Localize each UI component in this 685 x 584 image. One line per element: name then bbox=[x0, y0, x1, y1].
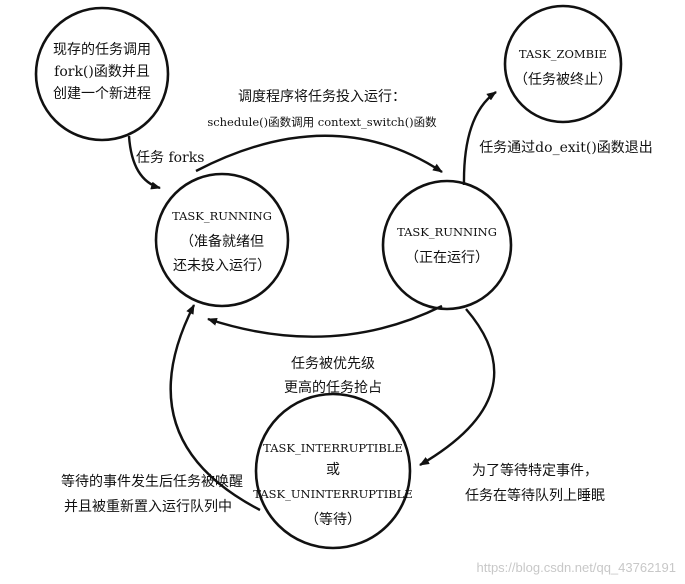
state-zombie-line: TASK_ZOMBIE bbox=[519, 47, 607, 61]
arrow-sleep bbox=[419, 308, 496, 467]
state-running-line: TASK_RUNNING bbox=[397, 225, 497, 239]
state-circle-ready bbox=[154, 172, 290, 308]
label-sleep: 为了等待特定事件， bbox=[472, 462, 598, 479]
state-running: TASK_RUNNING （正在运行） bbox=[397, 225, 497, 266]
state-ready: TASK_RUNNING （准备就绪但 还未投入运行） bbox=[172, 209, 272, 274]
state-ready-line: TASK_RUNNING bbox=[172, 209, 272, 223]
state-ready-line: （准备就绪但 bbox=[180, 233, 264, 250]
label-fork: 任务 forks bbox=[136, 150, 204, 166]
state-circle-running bbox=[381, 179, 513, 311]
label-sleep: 任务在等待队列上睡眠 bbox=[465, 487, 605, 504]
state-zombie-line: （任务被终止） bbox=[514, 72, 612, 88]
arrow-wake bbox=[169, 304, 261, 512]
arrow-preempt bbox=[207, 304, 443, 338]
arrow-schedule bbox=[195, 134, 443, 174]
label-schedule: 调度程序将任务投入运行： bbox=[238, 89, 406, 105]
state-circle-parent bbox=[34, 6, 170, 142]
state-ready-line: 还未投入运行） bbox=[173, 258, 271, 274]
state-running-line: （正在运行） bbox=[405, 250, 489, 266]
state-parent-line: 创建一个新进程 bbox=[53, 86, 151, 102]
state-waiting-line: TASK_UNINTERRUPTIBLE bbox=[253, 487, 412, 501]
state-circle-waiting bbox=[254, 392, 412, 550]
state-waiting: TASK_INTERRUPTIBLE 或 TASK_UNINTERRUPTIBL… bbox=[253, 441, 412, 528]
label-preempt: 更高的任务抢占 bbox=[284, 379, 382, 396]
arrow-fork bbox=[127, 135, 161, 190]
watermark: https://blog.csdn.net/qq_43762191 bbox=[477, 560, 677, 575]
state-waiting-line: （等待） bbox=[305, 511, 361, 528]
state-circle-zombie bbox=[503, 4, 623, 124]
state-parent-line: fork()函数并且 bbox=[54, 64, 150, 80]
label-wake: 等待的事件发生后任务被唤醒 bbox=[61, 473, 243, 490]
label-exit: 任务通过do_exit()函数退出 bbox=[479, 140, 653, 156]
label-wake: 并且被重新置入运行队列中 bbox=[64, 499, 232, 515]
label-schedule: schedule()函数调用 context_switch()函数 bbox=[207, 115, 437, 129]
state-zombie: TASK_ZOMBIE （任务被终止） bbox=[514, 47, 612, 88]
label-preempt: 任务被优先级 bbox=[291, 356, 375, 372]
state-parent: 现存的任务调用 fork()函数并且 创建一个新进程 bbox=[53, 42, 151, 102]
state-waiting-line: TASK_INTERRUPTIBLE bbox=[263, 441, 403, 455]
arrow-exit bbox=[462, 91, 497, 186]
state-parent-line: 现存的任务调用 bbox=[53, 42, 151, 58]
state-waiting-line: 或 bbox=[326, 462, 340, 478]
